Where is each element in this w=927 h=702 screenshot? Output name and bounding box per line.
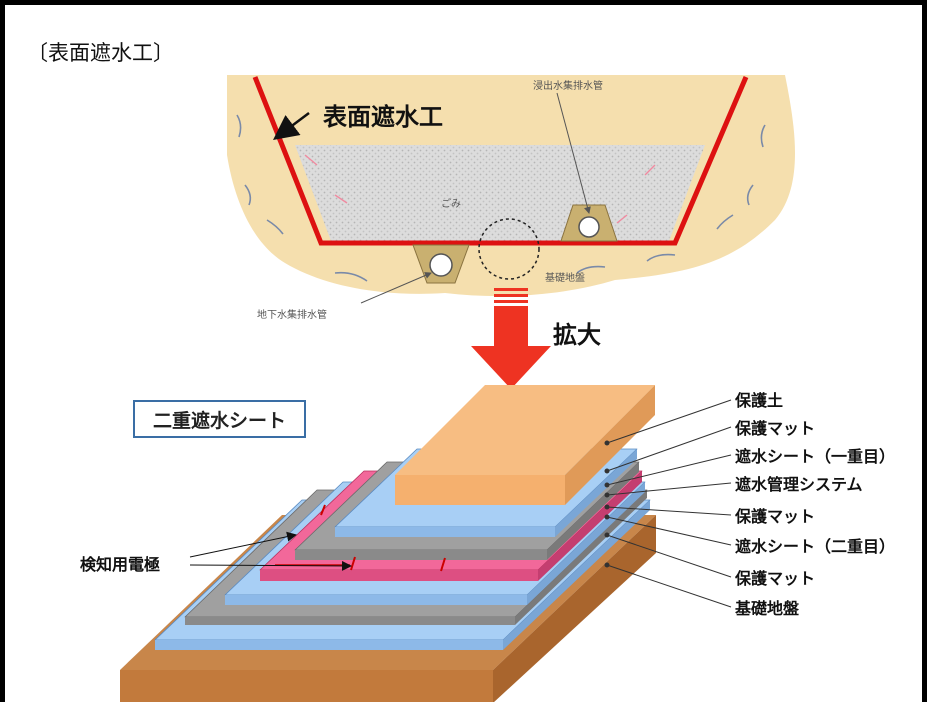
layer-label-detection-system: 遮水管理システム [735,475,863,494]
electrode-label: 検知用電極 [80,555,161,574]
liner-label-arrow [273,112,310,140]
diagram-canvas [120,75,795,702]
layer-protective-soil-top [395,385,655,475]
layer-protective-soil-side [565,385,655,505]
layer-foundation-front [120,670,493,702]
groundwater-pipe [429,253,453,277]
waste-label: ごみ [441,199,461,210]
layer-sheet1-front [295,550,547,560]
groundwater-pipe-leader [360,272,432,304]
layer-label-foundation: 基礎地盤 [735,599,800,618]
double-liner-title: 二重遮水シート [133,400,306,438]
enlarge-label: 拡大 [553,321,601,349]
zoom-circle [478,218,540,280]
layer-leaders [604,399,732,608]
layer-mat1-side [555,449,637,537]
surface-liner-line [252,76,749,246]
layer-label-mat2: 保護マット [735,507,816,526]
layer-label-mat3: 保護マット [735,569,816,588]
waste-flow-marks [304,154,656,224]
leachate-pipe-label: 浸出水集排水管 [533,81,603,92]
layer-sheet2-side [515,490,647,625]
layer-mat1-front [335,527,555,537]
electrode-leaders [189,531,352,571]
layer-label-protective-soil: 保護土 [735,391,784,410]
leachate-pipe-leader [556,92,591,214]
diagram-heading: 〔表面遮水工〕 [27,41,174,65]
layer-label-sheet1: 遮水シート（一重目） [735,447,896,466]
waste-body [295,145,705,241]
groundwater-pipe-label: 地下水集排水管 [257,310,327,321]
layer-mat2-side [527,482,645,605]
layer-sheet2-front [185,617,515,625]
layer-foundation-side [493,515,656,702]
enlarge-arrow [471,288,551,389]
flow-arrows [236,114,766,282]
layer-stack [120,385,656,702]
layer-sheet1-side [547,462,639,560]
layer-mat2-front [225,595,527,605]
layer-detection-side [538,471,642,581]
foundation-label: 基礎地盤 [545,273,585,284]
layer-label-mat1: 保護マット [735,419,816,438]
layer-mat3-front [155,640,503,650]
layer-label-sheet2: 遮水シート（二重目） [735,537,896,556]
layer-detection-front [260,570,538,581]
surface-liner-label: 表面遮水工 [323,103,443,131]
layer-protective-soil-front [395,475,565,505]
leachate-pipe [578,216,600,238]
